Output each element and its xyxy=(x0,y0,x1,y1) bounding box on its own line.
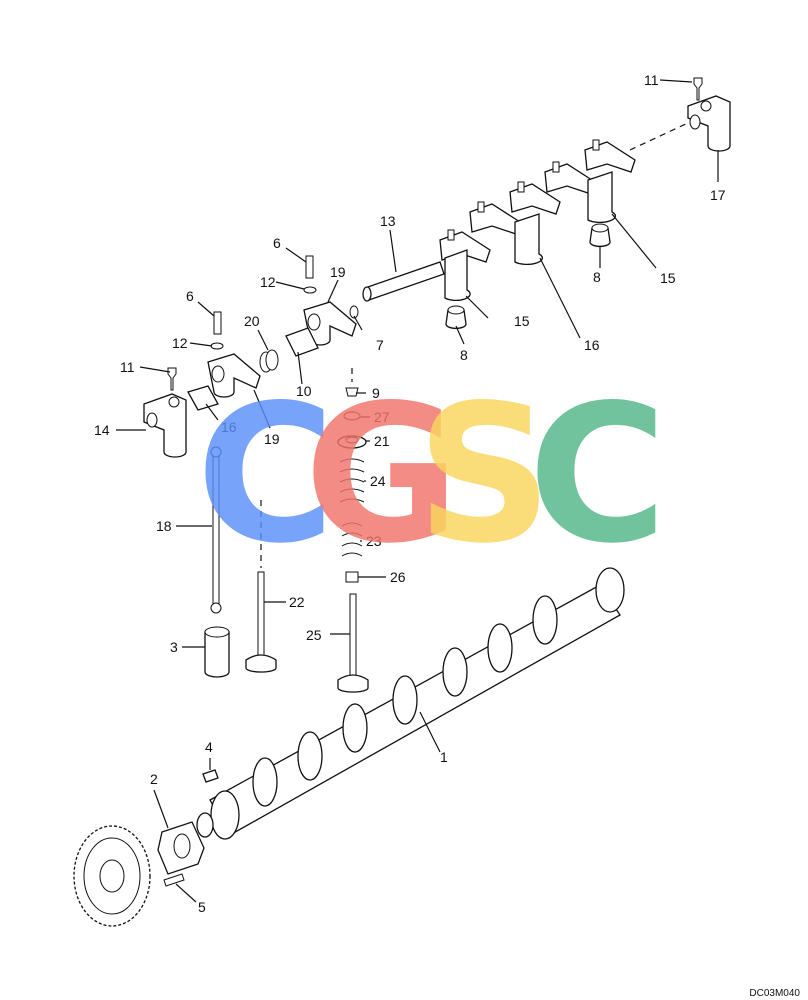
label-16-right: 16 xyxy=(584,337,600,353)
label-19-lower: 19 xyxy=(264,431,280,447)
part-labels: 1 2 3 4 5 6 6 7 8 8 9 10 11 11 12 12 13 … xyxy=(94,72,726,915)
label-3: 3 xyxy=(170,639,178,655)
leader-lines xyxy=(116,79,719,903)
label-15-lower: 15 xyxy=(514,313,530,329)
label-21: 21 xyxy=(374,433,390,449)
label-10: 10 xyxy=(296,383,312,399)
rocker-shaft xyxy=(362,121,691,302)
label-13: 13 xyxy=(380,213,396,229)
end-bracket-17 xyxy=(687,77,731,152)
label-22: 22 xyxy=(289,594,305,610)
bushings xyxy=(187,305,359,411)
label-24: 24 xyxy=(370,473,386,489)
label-20: 20 xyxy=(244,313,260,329)
label-17: 17 xyxy=(710,187,726,203)
thrust-plate-2 xyxy=(157,821,205,875)
label-12-upper: 12 xyxy=(260,274,276,290)
watermark-letter-s: S xyxy=(416,364,553,585)
shaft-supports xyxy=(444,171,616,302)
label-19-upper: 19 xyxy=(330,264,346,280)
label-27: 27 xyxy=(374,409,390,425)
rocker-arms-19 xyxy=(207,301,357,398)
label-11-lower: 11 xyxy=(120,359,135,375)
label-25: 25 xyxy=(306,627,322,643)
label-2: 2 xyxy=(150,771,158,787)
end-bracket-14 xyxy=(143,367,187,458)
camshaft xyxy=(196,567,625,840)
label-9: 9 xyxy=(372,385,380,401)
watermark-letter-g: G xyxy=(304,364,460,585)
label-4: 4 xyxy=(205,739,213,755)
push-rod-18 xyxy=(210,446,222,614)
diagram-code: DC03M040 xyxy=(749,988,800,999)
label-8-lower: 8 xyxy=(460,347,468,363)
label-26: 26 xyxy=(390,569,406,585)
label-11-upper: 11 xyxy=(644,72,659,88)
valve-spring-stack xyxy=(337,368,367,583)
label-7: 7 xyxy=(376,337,384,353)
label-16-left: 16 xyxy=(221,419,237,435)
watermark-letter-c1: C xyxy=(196,364,335,585)
tappet-3 xyxy=(204,626,230,678)
rocker-arms-row xyxy=(439,139,636,263)
watermark-letter-c2: C xyxy=(528,364,667,585)
key-4 xyxy=(202,769,219,783)
label-6-upper: 6 xyxy=(273,235,281,251)
label-12-lower: 12 xyxy=(172,335,188,351)
adjusting-screws xyxy=(210,255,317,350)
cam-gear xyxy=(73,825,185,927)
label-15-upper: 15 xyxy=(660,270,676,286)
label-23: 23 xyxy=(366,533,382,549)
label-14: 14 xyxy=(94,422,110,438)
label-6-lower: 6 xyxy=(186,288,194,304)
label-5: 5 xyxy=(198,899,206,915)
label-1: 1 xyxy=(440,749,448,765)
label-18: 18 xyxy=(156,518,172,534)
label-8-upper: 8 xyxy=(593,269,601,285)
valve-22 xyxy=(245,500,277,673)
watermark-logo: C G S C xyxy=(196,364,667,585)
valve-25 xyxy=(337,593,369,693)
